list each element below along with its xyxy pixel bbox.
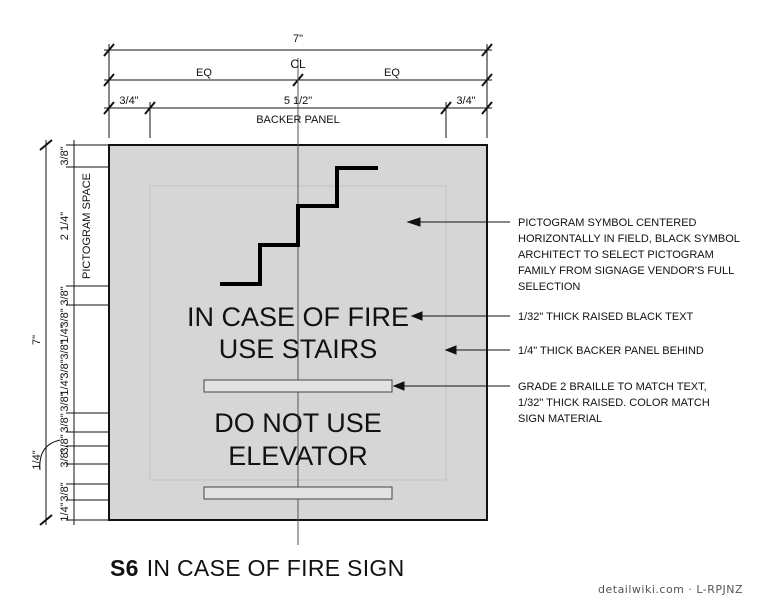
note-raised-text: 1/32" THICK RAISED BLACK TEXT bbox=[518, 311, 694, 323]
callout-notes: PICTOGRAM SYMBOL CENTERED HORIZONTALLY I… bbox=[518, 217, 740, 425]
note-pictogram-4: FAMILY FROM SIGNAGE VENDOR'S FULL bbox=[518, 265, 734, 277]
side-quarter-label: 1/4" bbox=[31, 450, 43, 469]
vertical-dim-3: 3/8" bbox=[59, 286, 71, 305]
note-pictogram-5: SELECTION bbox=[518, 281, 580, 293]
drawing-title-text: IN CASE OF FIRE SIGN bbox=[146, 555, 405, 581]
vertical-dim-7: 3/8" bbox=[59, 359, 71, 378]
vertical-dim-10: 3/8" bbox=[59, 413, 71, 432]
drawing-code: S6 bbox=[110, 555, 139, 581]
note-pictogram-2: HORIZONTALLY IN FIELD, BLACK SYMBOL bbox=[518, 233, 740, 245]
left-dimensions bbox=[39, 139, 108, 526]
sign-text-line-3: DO NOT USE bbox=[214, 408, 382, 438]
note-braille-3: SIGN MATERIAL bbox=[518, 413, 602, 425]
backer-panel-label: BACKER PANEL bbox=[256, 114, 340, 126]
drawing-title: S6 IN CASE OF FIRE SIGN bbox=[110, 555, 405, 582]
pictogram-space-label: PICTOGRAM SPACE bbox=[81, 173, 93, 279]
vertical-dim-2: 2 1/4" bbox=[59, 212, 71, 240]
overall-height-label: 7" bbox=[31, 335, 43, 345]
eq-left-label: EQ bbox=[196, 67, 212, 79]
sign-text-line-2: USE STAIRS bbox=[219, 334, 378, 364]
center-width-label: 5 1/2" bbox=[284, 95, 312, 107]
watermark: detailwiki.com · L-RPJNZ bbox=[598, 583, 744, 596]
left-margin-label: 3/4" bbox=[119, 95, 138, 107]
vertical-dim-13: 3/8" bbox=[59, 482, 71, 501]
note-pictogram-3: ARCHITECT TO SELECT PICTOGRAM bbox=[518, 249, 714, 261]
note-backer: 1/4" THICK BACKER PANEL BEHIND bbox=[518, 345, 704, 357]
top-dimensions bbox=[103, 43, 493, 138]
sign-text-line-4: ELEVATOR bbox=[228, 441, 368, 471]
braille-strip-2 bbox=[203, 486, 393, 500]
vertical-dim-12: 3/8" bbox=[59, 448, 71, 467]
vertical-dim-1: 3/8" bbox=[59, 146, 71, 165]
braille-strip-1 bbox=[203, 379, 393, 393]
sign-text-line-1: IN CASE OF FIRE bbox=[187, 302, 409, 332]
vertical-dim-9: 3/8" bbox=[59, 392, 71, 411]
vertical-dim-14: 1/4" bbox=[59, 502, 71, 521]
left-dimension-labels: 7" PICTOGRAM SPACE 1/4" 3/8" 2 1/4" 3/8"… bbox=[31, 146, 93, 521]
vertical-dim-4: 3/8" bbox=[59, 308, 71, 327]
vertical-dim-8: 1/4" bbox=[59, 376, 71, 395]
vertical-dim-5: 1/4" bbox=[59, 324, 71, 343]
stairs-pictogram-icon bbox=[220, 166, 378, 286]
overall-width-label: 7" bbox=[293, 33, 303, 45]
callout-leaders bbox=[392, 217, 510, 391]
note-pictogram-1: PICTOGRAM SYMBOL CENTERED bbox=[518, 217, 697, 229]
centerline-symbol: CL bbox=[290, 57, 306, 71]
vertical-dim-6: 3/8" bbox=[59, 340, 71, 359]
note-braille-2: 1/32" THICK RAISED. COLOR MATCH bbox=[518, 397, 710, 409]
eq-right-label: EQ bbox=[384, 67, 400, 79]
note-braille-1: GRADE 2 BRAILLE TO MATCH TEXT, bbox=[518, 381, 707, 393]
vertical-dim-11: 3/8" bbox=[59, 434, 71, 453]
top-dimension-labels: 7" EQ EQ CL 3/4" 5 1/2" 3/4" BACKER PANE… bbox=[119, 33, 475, 126]
right-margin-label: 3/4" bbox=[456, 95, 475, 107]
